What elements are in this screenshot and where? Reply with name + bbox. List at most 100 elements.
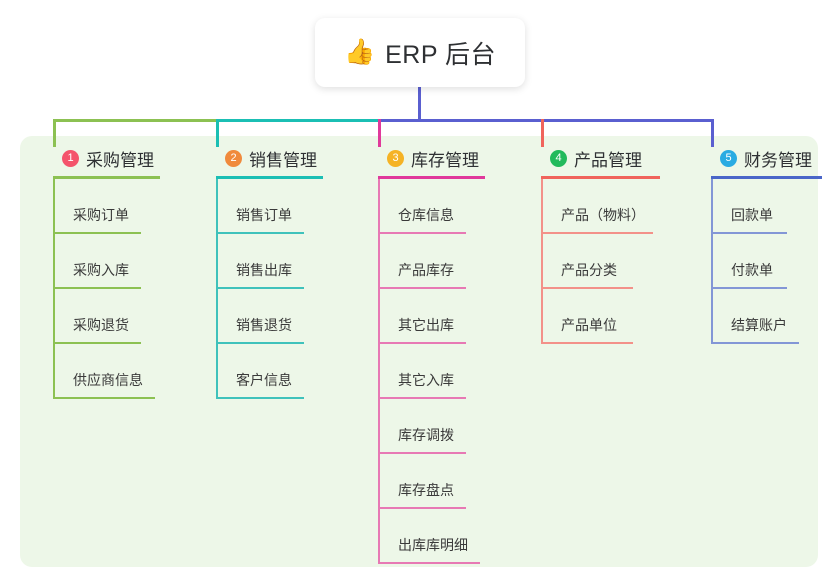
leaf-spine-3 xyxy=(378,179,380,564)
leaf-item[interactable]: 销售订单 xyxy=(203,179,353,234)
bar-segment-2 xyxy=(216,119,381,122)
leaf-item[interactable]: 出库库明细 xyxy=(365,509,515,564)
leaf-item[interactable]: 销售退货 xyxy=(203,289,353,344)
leaf-rule xyxy=(378,452,466,454)
leaf-item[interactable]: 其它出库 xyxy=(365,289,515,344)
leaf-spine-4 xyxy=(541,179,543,344)
column-title-2: 销售管理 xyxy=(249,150,317,170)
leaf-label: 采购入库 xyxy=(73,262,129,278)
leaf-list-2: 销售订单销售出库销售退货客户信息 xyxy=(203,179,353,399)
leaf-spine-5 xyxy=(711,179,713,344)
column-title-3: 库存管理 xyxy=(411,150,479,170)
leaf-rule xyxy=(378,342,466,344)
leaf-item[interactable]: 采购订单 xyxy=(40,179,190,234)
leaf-item[interactable]: 销售出库 xyxy=(203,234,353,289)
leaf-item[interactable]: 产品库存 xyxy=(365,234,515,289)
column-rule-5 xyxy=(711,176,822,179)
leaf-label: 库存盘点 xyxy=(398,482,454,498)
leaf-rule xyxy=(53,232,141,234)
leaf-label: 库存调拨 xyxy=(398,427,454,443)
column-badge-4: 4 xyxy=(550,149,567,167)
column-title-5: 财务管理 xyxy=(744,150,812,170)
column-5: 5 财务管理回款单付款单结算账户 xyxy=(698,145,838,344)
stub-connector-3 xyxy=(378,119,381,147)
leaf-item[interactable]: 付款单 xyxy=(698,234,838,289)
bar-segment-1 xyxy=(53,119,219,122)
column-2: 2 销售管理销售订单销售出库销售退货客户信息 xyxy=(203,145,353,399)
leaf-rule xyxy=(53,287,141,289)
leaf-rule xyxy=(378,287,466,289)
column-badge-3: 3 xyxy=(387,149,404,167)
column-title-1: 采购管理 xyxy=(86,150,154,170)
leaf-rule xyxy=(711,232,787,234)
leaf-label: 采购订单 xyxy=(73,207,129,223)
leaf-rule xyxy=(378,232,466,234)
leaf-item[interactable]: 结算账户 xyxy=(698,289,838,344)
root-title: ERP 后台 xyxy=(385,40,497,69)
leaf-label: 销售订单 xyxy=(236,207,292,223)
leaf-rule xyxy=(216,397,304,399)
column-rule-1 xyxy=(53,176,160,179)
leaf-item[interactable]: 库存盘点 xyxy=(365,454,515,509)
column-rule-3 xyxy=(378,176,485,179)
leaf-item[interactable]: 仓库信息 xyxy=(365,179,515,234)
leaf-label: 供应商信息 xyxy=(73,372,143,388)
leaf-rule xyxy=(711,342,799,344)
leaf-item[interactable]: 采购退货 xyxy=(40,289,190,344)
column-badge-2: 2 xyxy=(225,149,242,167)
diagram-panel xyxy=(20,136,818,567)
leaf-label: 产品库存 xyxy=(398,262,454,278)
column-header-4[interactable]: 4 产品管理 xyxy=(528,145,688,171)
leaf-rule xyxy=(378,507,466,509)
leaf-item[interactable]: 其它入库 xyxy=(365,344,515,399)
leaf-label: 其它出库 xyxy=(398,317,454,333)
column-badge-5: 5 xyxy=(720,149,737,167)
column-rule-4 xyxy=(541,176,660,179)
leaf-rule xyxy=(378,397,466,399)
leaf-rule xyxy=(541,342,633,344)
stub-connector-4 xyxy=(541,119,544,147)
bar-segment-4 xyxy=(541,119,714,122)
leaf-label: 客户信息 xyxy=(236,372,292,388)
column-header-3[interactable]: 3 库存管理 xyxy=(365,145,515,171)
column-title-4: 产品管理 xyxy=(574,150,642,170)
leaf-rule xyxy=(216,287,304,289)
leaf-rule xyxy=(541,232,653,234)
stub-connector-2 xyxy=(216,119,219,147)
leaf-item[interactable]: 产品分类 xyxy=(528,234,688,289)
leaf-rule xyxy=(216,342,304,344)
leaf-item[interactable]: 产品（物料） xyxy=(528,179,688,234)
column-header-2[interactable]: 2 销售管理 xyxy=(203,145,353,171)
root-node[interactable]: 👍 ERP 后台 xyxy=(315,18,525,87)
leaf-label: 其它入库 xyxy=(398,372,454,388)
leaf-spine-1 xyxy=(53,179,55,399)
leaf-list-4: 产品（物料） 产品分类产品单位 xyxy=(528,179,688,344)
leaf-label: 产品（物料） xyxy=(561,207,645,223)
leaf-item[interactable]: 供应商信息 xyxy=(40,344,190,399)
column-rule-2 xyxy=(216,176,323,179)
leaf-list-5: 回款单付款单结算账户 xyxy=(698,179,838,344)
leaf-label: 付款单 xyxy=(731,262,773,278)
leaf-rule xyxy=(541,287,633,289)
leaf-item[interactable]: 库存调拨 xyxy=(365,399,515,454)
column-4: 4 产品管理产品（物料） 产品分类产品单位 xyxy=(528,145,688,344)
leaf-rule xyxy=(378,562,480,564)
leaf-label: 销售出库 xyxy=(236,262,292,278)
leaf-list-3: 仓库信息产品库存其它出库其它入库库存调拨库存盘点出库库明细 xyxy=(365,179,515,564)
trunk-connector xyxy=(418,87,421,122)
column-3: 3 库存管理仓库信息产品库存其它出库其它入库库存调拨库存盘点出库库明细 xyxy=(365,145,515,564)
stub-connector-1 xyxy=(53,119,56,147)
leaf-item[interactable]: 产品单位 xyxy=(528,289,688,344)
leaf-label: 产品分类 xyxy=(561,262,617,278)
thumbs-up-icon: 👍 xyxy=(343,38,376,66)
leaf-rule xyxy=(711,287,787,289)
column-header-5[interactable]: 5 财务管理 xyxy=(698,145,838,171)
leaf-item[interactable]: 采购入库 xyxy=(40,234,190,289)
leaf-item[interactable]: 客户信息 xyxy=(203,344,353,399)
leaf-item[interactable]: 回款单 xyxy=(698,179,838,234)
leaf-label: 回款单 xyxy=(731,207,773,223)
leaf-rule xyxy=(53,342,141,344)
leaf-label: 结算账户 xyxy=(731,317,787,333)
